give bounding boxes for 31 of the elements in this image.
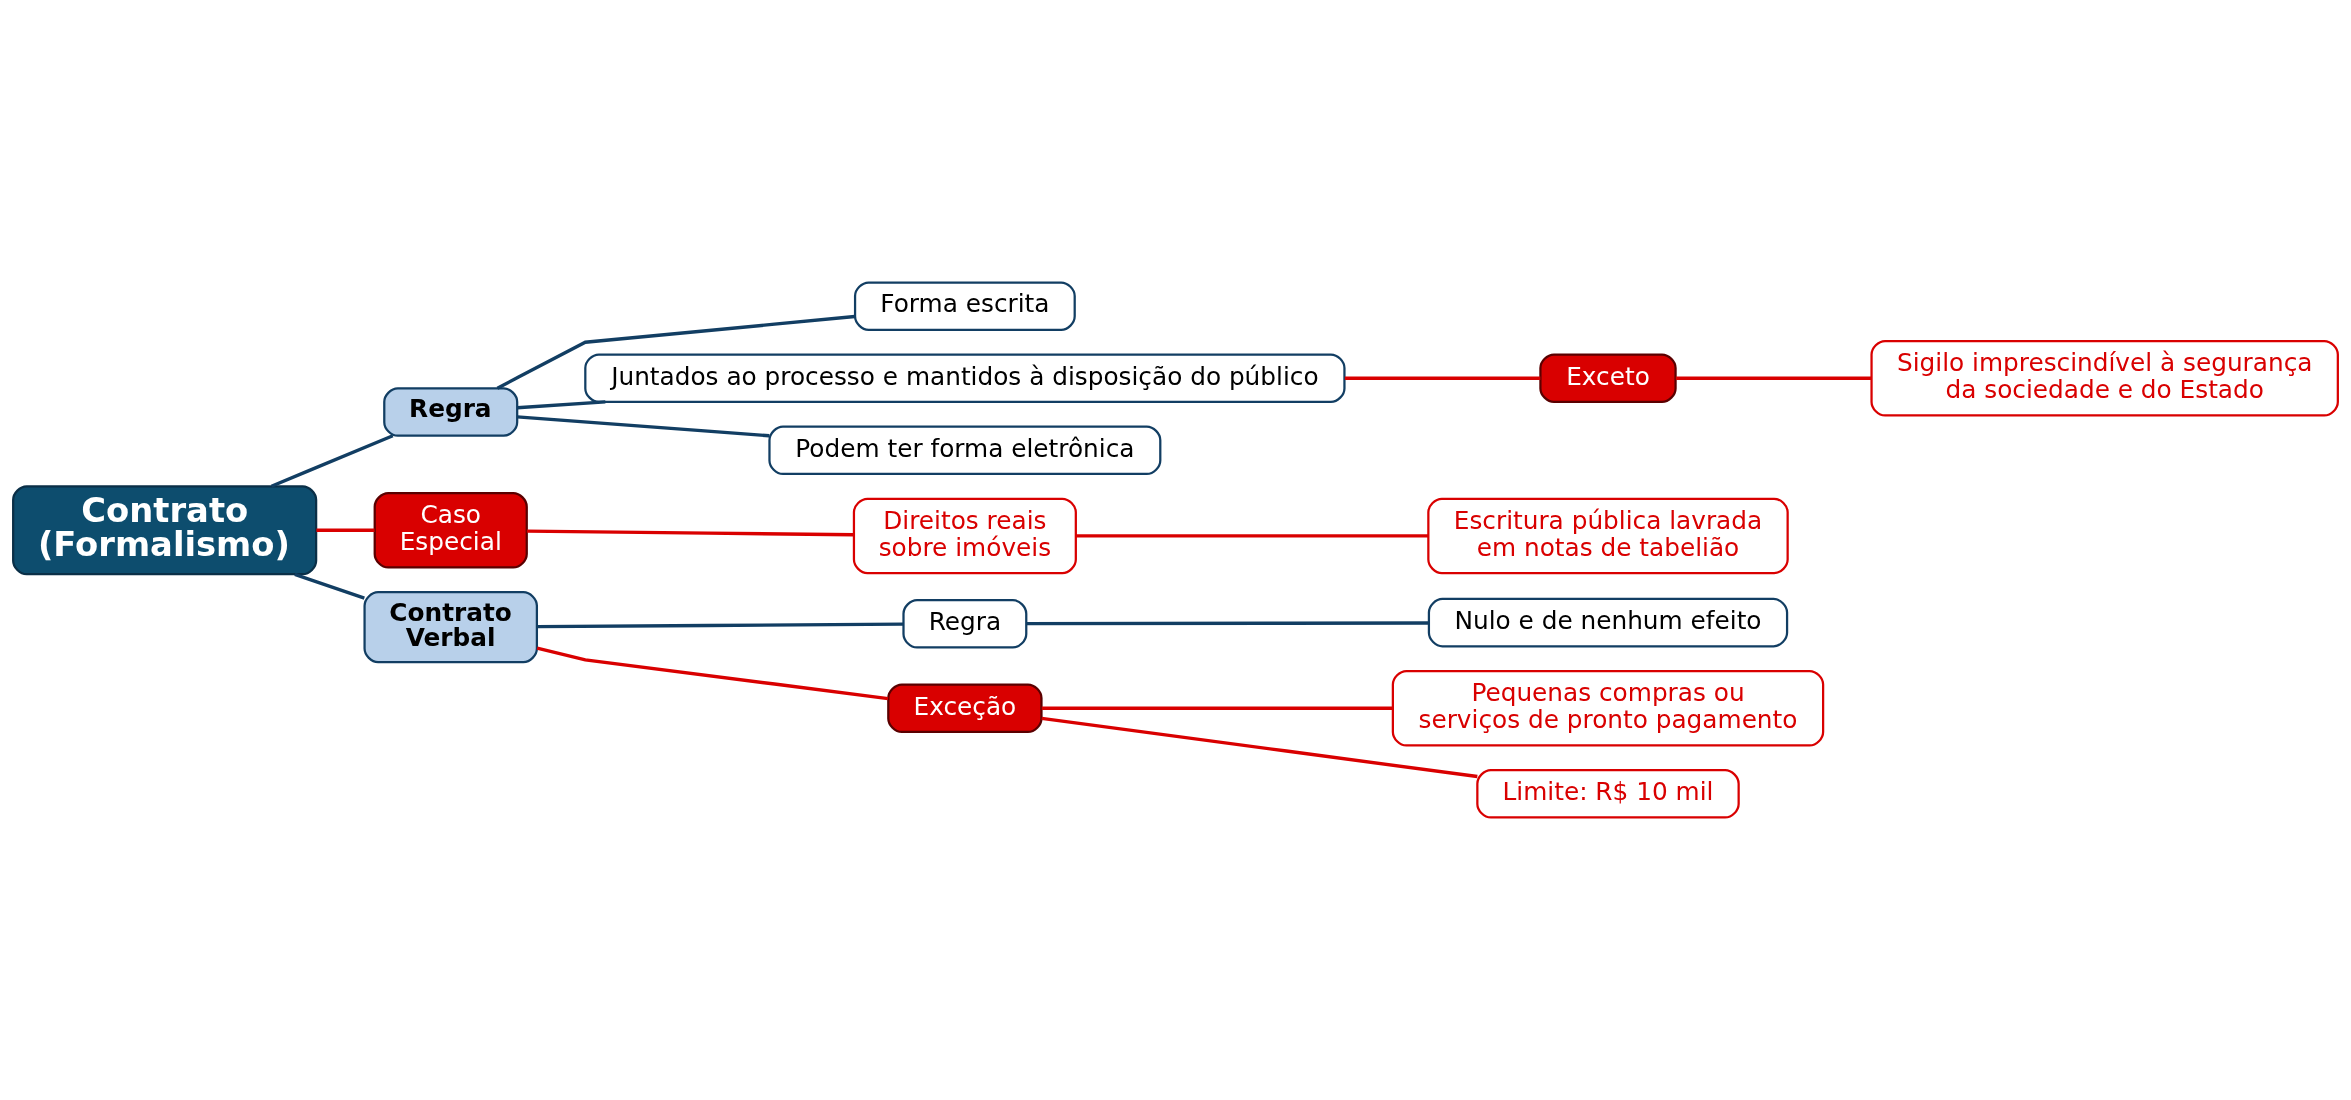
node-box: Escritura pública lavrada em notas de tabelião (1427, 497, 1789, 575)
connector (526, 529, 854, 537)
connector (1041, 716, 1478, 779)
connector (316, 528, 375, 532)
node-box: Nulo e de nenhum efeito (1427, 597, 1789, 648)
connector (496, 314, 855, 390)
node-box: Contrato Verbal (363, 591, 538, 664)
node-box: Regra (383, 387, 519, 437)
node-box: Regra (902, 599, 1028, 649)
connector (294, 572, 365, 600)
node-box: Pequenas compras ou serviços de pronto pagamento (1391, 669, 1825, 747)
connector (1344, 376, 1541, 380)
connector (536, 646, 889, 701)
node-box: Podem ter forma eletrônica (768, 425, 1162, 476)
node-box: Forma escrita (853, 281, 1076, 331)
connector (1076, 534, 1429, 538)
node-box: Juntados ao processo e mantidos à disposição do público (584, 353, 1346, 403)
node-box: Direitos reais sobre imóveis (852, 497, 1077, 575)
connector (1026, 621, 1429, 626)
node-box: Exceção (887, 683, 1043, 734)
connector (517, 400, 606, 410)
node-box: Caso Especial (373, 492, 528, 569)
connector (270, 434, 394, 488)
connector (517, 415, 770, 438)
node-box: Sigilo imprescindível à segurança da sociedade e do Estado (1870, 339, 2339, 417)
node-box: Exceto (1539, 353, 1677, 403)
connector (536, 622, 904, 629)
node-box: Contrato (Formalismo) (12, 485, 318, 576)
connector (1041, 706, 1393, 710)
connector (1675, 376, 1871, 380)
node-box: Limite: R$ 10 mil (1476, 769, 1740, 819)
